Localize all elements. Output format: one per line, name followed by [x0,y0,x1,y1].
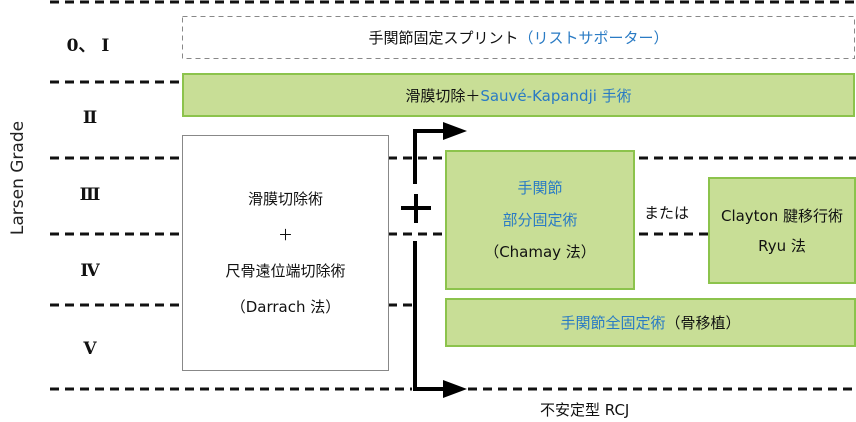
darrach-line: 尺骨遠位端切除術 [225,262,346,280]
partial-fusion-line: 部分固定術 [502,211,578,229]
darrach-line: 滑膜切除術 [247,190,323,208]
grade-label: Ⅴ [83,339,97,359]
splint-blue-text: （リストサポーター） [518,29,669,47]
darrach-line: （Darrach 法） [230,298,341,316]
splint-box-border [182,16,855,59]
total-fusion-blue-text: 手関節全固定術 [560,314,666,332]
axis-label: Larsen Grade [8,120,28,236]
grade-label: Ⅲ [79,185,101,205]
clayton-box: Clayton 腱移行術 Ryu 法 [708,177,856,284]
darrach-box: 滑膜切除術 ＋ 尺骨遠位端切除術 （Darrach 法） [182,135,389,371]
or-label: または [644,204,690,222]
grade-label: Ⅳ [80,261,100,281]
partial-fusion-line: （Chamay 法） [484,243,596,261]
partial-fusion-line: 手関節 [517,179,563,197]
splint-box: 手関節固定スプリント（リストサポーター） [182,16,855,59]
arrow-head-icon [443,380,467,398]
splint-text: 手関節固定スプリント [368,29,519,47]
darrach-line: ＋ [277,226,293,244]
arrow-head-icon [443,122,467,140]
clayton-line: Clayton 腱移行術 [720,206,844,225]
synovectomy-text: 滑膜切除＋ [405,86,481,105]
partial-fusion-box: 手関節 部分固定術 （Chamay 法） [445,150,635,290]
grade-label: Ⅱ [82,108,98,128]
total-fusion-text: （骨移植） [665,314,741,332]
grade-label: 0、 I [66,36,110,56]
clayton-line: Ryu 法 [758,236,806,255]
unstable-rcj-label: 不安定型 RCJ [540,401,630,419]
synovectomy-sk-box: 滑膜切除＋Sauvé-Kapandji 手術 [182,73,855,117]
sk-procedure-text: Sauvé-Kapandji 手術 [480,86,632,105]
total-fusion-box: 手関節全固定術（骨移植） [445,298,856,347]
bracket-arrow [401,129,445,391]
